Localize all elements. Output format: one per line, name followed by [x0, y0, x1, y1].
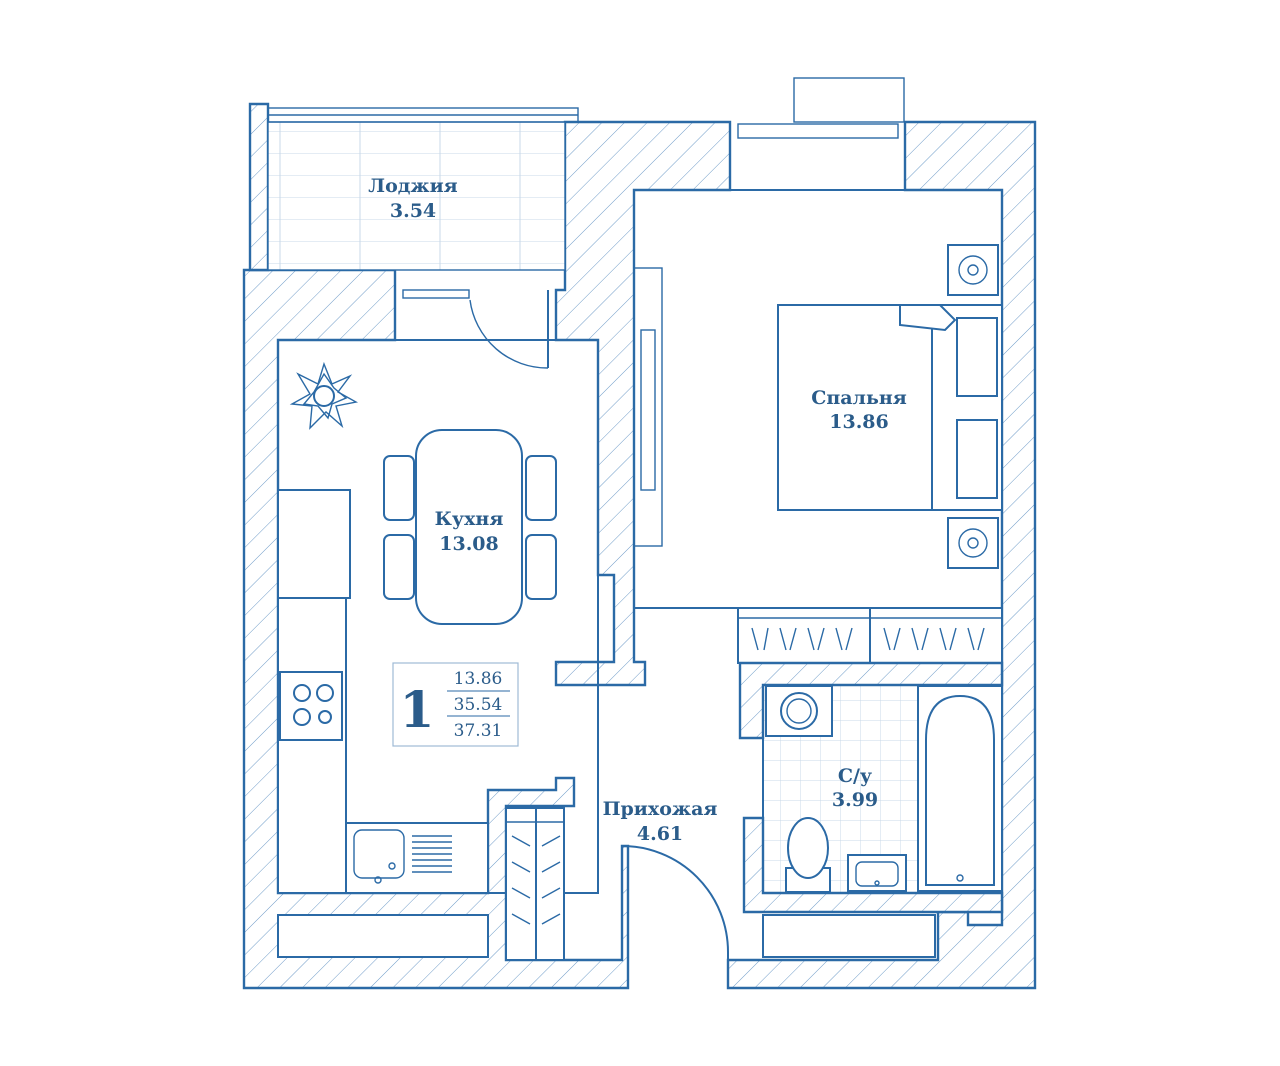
- partition-wardrobe: [633, 267, 663, 547]
- bedroom-area: 13.86: [829, 411, 889, 433]
- total-with-loggia: 37.31: [454, 721, 503, 741]
- bathroom-area: 3.99: [832, 789, 878, 811]
- hallway-name: Прихожая: [603, 798, 718, 820]
- kitchen-name: Кухня: [435, 508, 504, 530]
- dining-table: [383, 429, 557, 625]
- plant-icon: [289, 361, 359, 430]
- loggia-door: [469, 299, 549, 369]
- washing-machine: [765, 685, 833, 737]
- loggia-area: 3.54: [390, 200, 436, 222]
- radiator-kitchen: [277, 914, 489, 958]
- kitchen-area: 13.08: [439, 533, 499, 555]
- balcony-vent: [793, 77, 905, 123]
- bedroom-wardrobe: [737, 607, 1003, 664]
- total-area: 35.54: [454, 695, 503, 715]
- area-summary: 1 13.86 35.54 37.31: [392, 662, 519, 747]
- bedroom-name: Спальня: [811, 387, 907, 409]
- living-area: 13.86: [454, 669, 503, 689]
- stove: [279, 671, 343, 741]
- radiator-bath: [762, 914, 936, 958]
- loggia-name: Лоджия: [368, 175, 457, 197]
- bathroom-sink: [847, 854, 907, 892]
- hallway-wardrobe: [505, 807, 565, 961]
- kitchen-window: [402, 289, 470, 299]
- bed: [777, 304, 1003, 511]
- bathroom-name: С/у: [838, 765, 872, 787]
- kitchen-sink: [353, 829, 452, 884]
- bathtub: [917, 685, 1003, 892]
- nightstand-top: [947, 244, 999, 296]
- entrance-door: [621, 845, 729, 953]
- kitchen-counter: [277, 489, 489, 894]
- rooms-count: 1: [400, 680, 435, 739]
- hallway-area: 4.61: [637, 823, 683, 845]
- bedroom-window: [737, 123, 899, 139]
- toilet: [785, 817, 831, 893]
- nightstand-bottom: [947, 517, 999, 569]
